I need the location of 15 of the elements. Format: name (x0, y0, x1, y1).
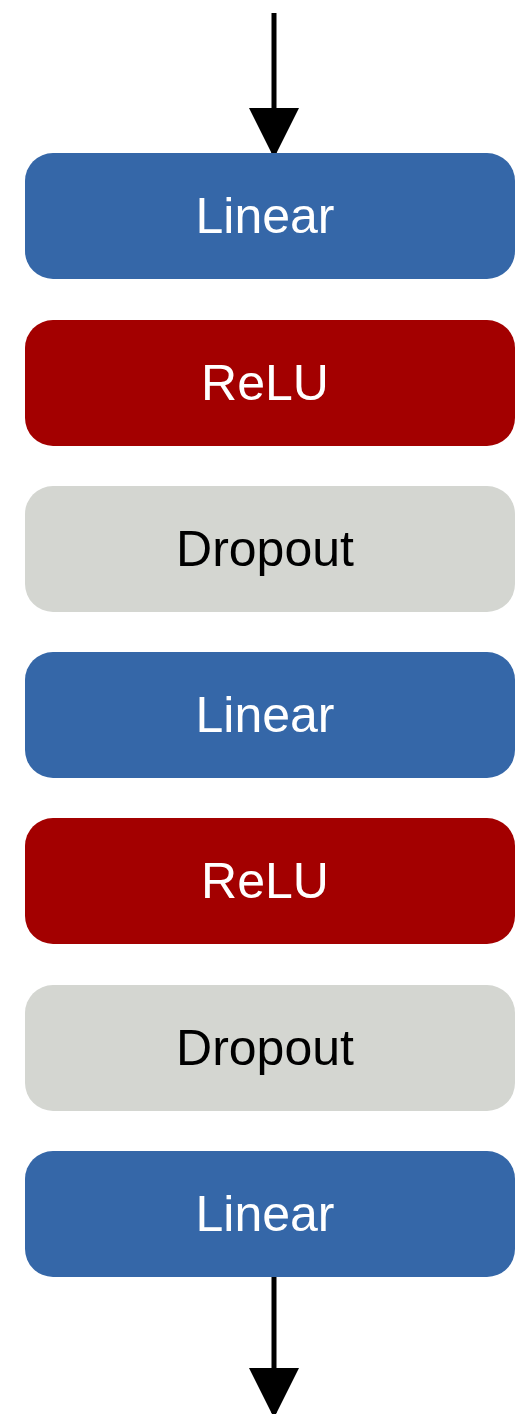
layer-label: Linear (195, 191, 336, 241)
layer-box (25, 1151, 515, 1277)
layer-label: ReLU (201, 358, 330, 408)
layer-box (25, 985, 515, 1111)
layer-label: Linear (195, 690, 336, 740)
layer-box (25, 652, 515, 778)
layer-label: Dropout (176, 1023, 355, 1073)
layer-box (25, 153, 515, 279)
layer-box (25, 320, 515, 446)
layer-label: Dropout (176, 524, 355, 574)
layer-box (25, 818, 515, 944)
layer-box (25, 486, 515, 612)
arrow (249, 1277, 299, 1414)
layer-label: ReLU (201, 856, 330, 906)
layer-label: Linear (195, 1189, 336, 1239)
